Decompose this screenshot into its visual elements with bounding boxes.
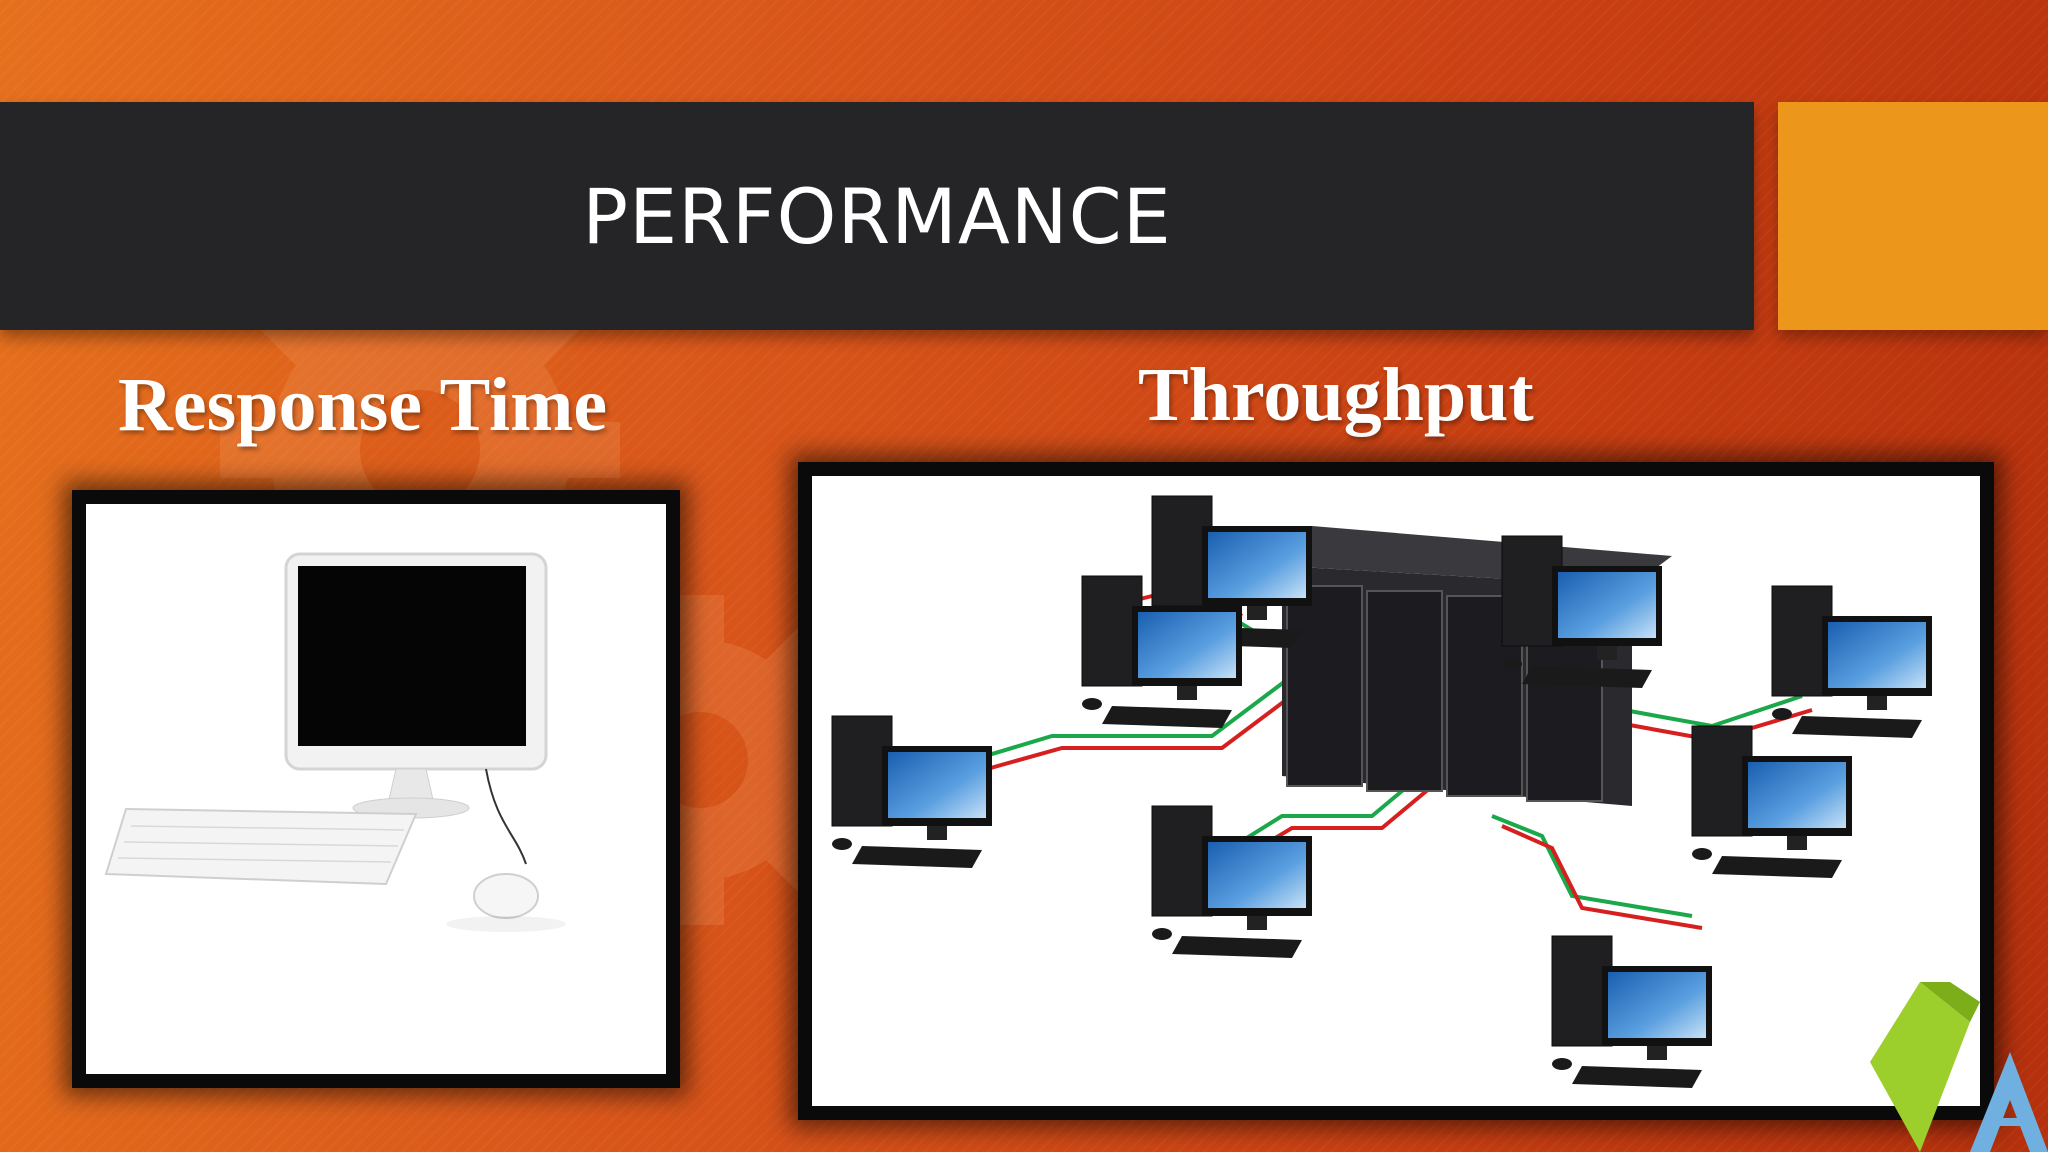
slide-title: PERFORMANCE <box>582 171 1172 261</box>
desktop-computer-image <box>72 490 680 1088</box>
throughput-heading: Throughput <box>1138 353 1534 437</box>
book-a-logo-icon <box>1870 982 2048 1152</box>
desktop-computer-icon <box>104 552 566 932</box>
response-time-heading: Response Time <box>118 363 608 447</box>
accent-box <box>1778 102 2048 330</box>
server-network-icon <box>831 495 1933 1089</box>
server-network-image <box>798 462 1994 1120</box>
title-bar: PERFORMANCE <box>0 102 1754 330</box>
